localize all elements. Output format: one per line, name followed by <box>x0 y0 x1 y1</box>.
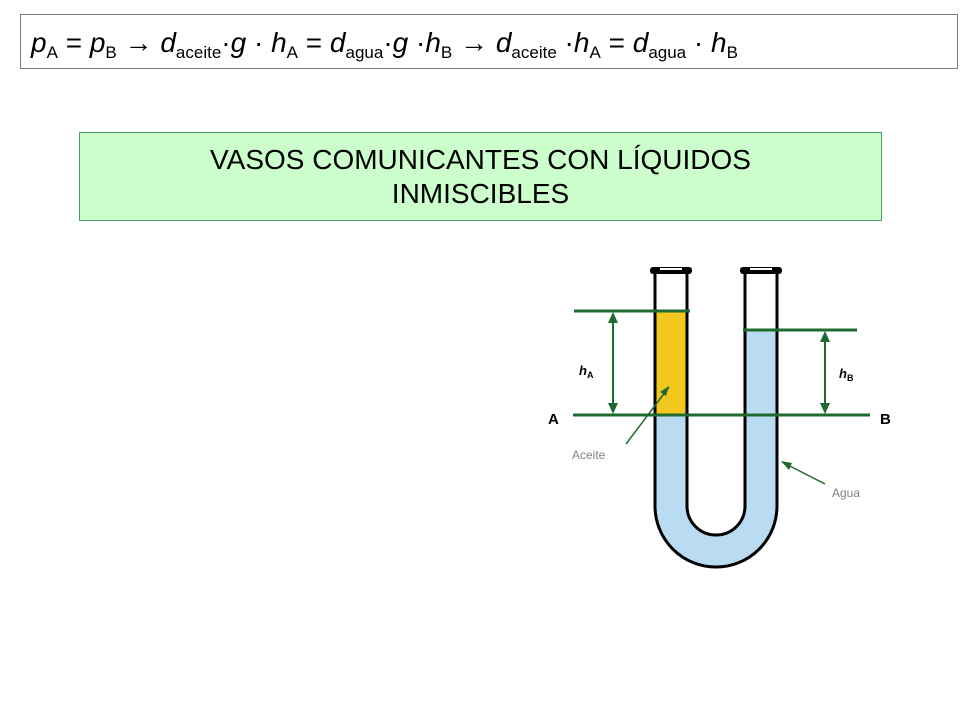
oil-leader-line <box>625 386 670 445</box>
point-A-label: A <box>548 411 559 428</box>
formula-part: h <box>573 27 590 58</box>
title-box: VASOS COMUNICANTES CON LÍQUIDOS INMISCIB… <box>79 132 882 221</box>
formula-part: = <box>600 27 633 58</box>
formula-part: d <box>632 27 649 58</box>
u-tube <box>653 272 779 569</box>
formula-part: · <box>408 27 426 58</box>
formula-part: B <box>726 43 738 62</box>
formula-part: h <box>425 27 441 58</box>
formula-part: · <box>383 27 393 58</box>
formula-part: → <box>116 27 161 58</box>
formula-part: d <box>160 27 176 58</box>
formula-part: → <box>452 27 496 58</box>
hA-arrow-head-bottom <box>608 403 618 414</box>
formula-part: aceite <box>175 43 222 62</box>
hB-arrow-head-bottom <box>820 403 830 414</box>
formula-part: aceite <box>511 43 557 62</box>
formula-part: B <box>105 43 117 62</box>
formula-part: g <box>392 27 409 58</box>
formula-part: g <box>230 27 247 58</box>
point-B-label: B <box>880 411 891 428</box>
formula-part: A <box>46 43 58 62</box>
formula-part: agua <box>648 43 687 62</box>
formula-part: A <box>286 43 298 62</box>
hA-label: hA <box>579 363 594 380</box>
water-label: Agua <box>832 486 860 500</box>
title-text: VASOS COMUNICANTES CON LÍQUIDOS INMISCIB… <box>210 143 751 209</box>
formula-part: = <box>298 27 330 58</box>
formula-part: · <box>221 27 231 58</box>
formula-part: agua <box>345 43 384 62</box>
formula-part: h <box>711 27 727 58</box>
formula-part: A <box>589 43 601 62</box>
formula-box: pA = pB → daceite·g · hA = dagua·g ·hB →… <box>20 14 958 69</box>
water-leader-arrowhead <box>781 461 792 470</box>
oil-label: Aceite <box>572 448 606 462</box>
formula-part: h <box>271 27 287 58</box>
formula-part: d <box>495 27 512 58</box>
hB-label: hB <box>839 366 854 383</box>
hA-arrow-head-top <box>608 312 618 323</box>
formula-part: d <box>329 27 346 58</box>
formula-part: · <box>246 27 272 58</box>
hB-arrow-head-top <box>820 331 830 342</box>
formula-part: p <box>89 27 106 58</box>
formula-part: · <box>556 27 574 58</box>
formula-part: = <box>57 27 90 58</box>
formula-part: · <box>686 27 712 58</box>
oil-leader-arrowhead <box>660 386 669 396</box>
formula-part: p <box>31 27 47 58</box>
formula-part: B <box>440 43 453 62</box>
